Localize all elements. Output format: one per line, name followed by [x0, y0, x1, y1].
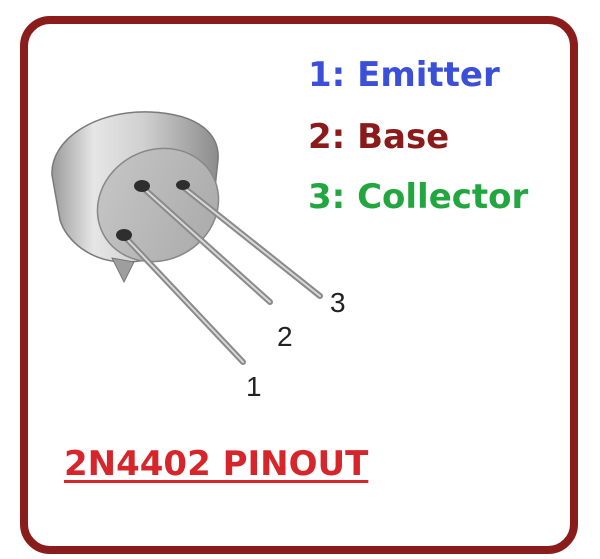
pin-label-2: 2: [277, 321, 293, 352]
diagram-frame: [20, 16, 578, 554]
transistor-leads: [121, 184, 323, 365]
legend-collector: 3: Collector: [308, 177, 529, 217]
lead-holes: [116, 180, 190, 241]
legend-emitter: 1: Emitter: [308, 55, 500, 95]
pin-label-3: 3: [330, 287, 346, 318]
legend-base: 2: Base: [308, 117, 450, 157]
pin-label-1: 1: [246, 371, 262, 402]
pinout-title: 2N4402 PINOUT: [64, 444, 369, 484]
